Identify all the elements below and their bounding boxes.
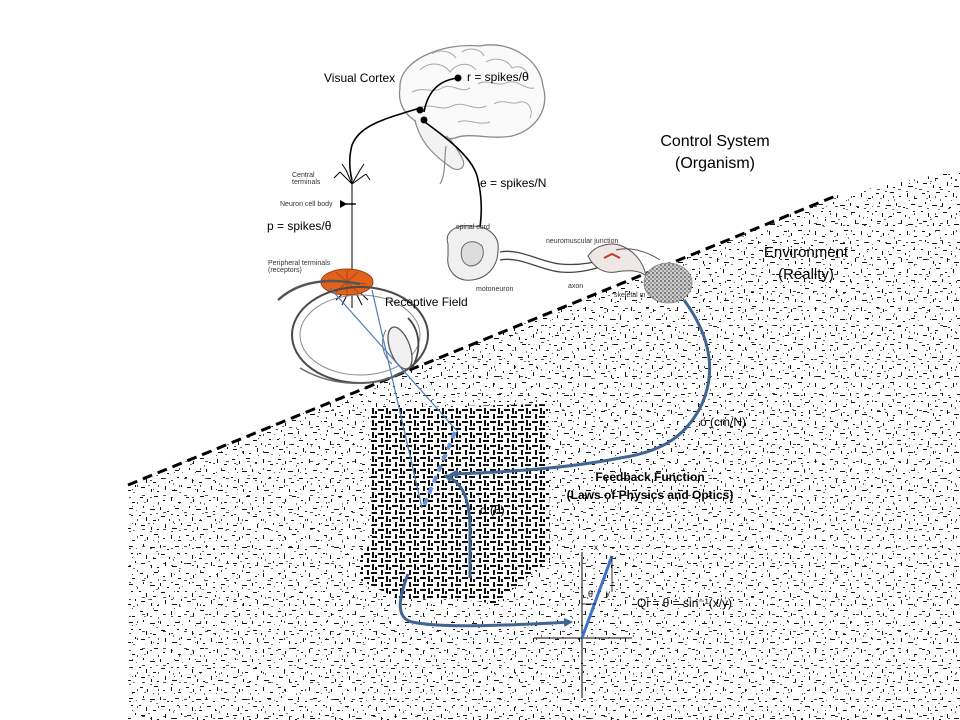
quantity-arrow [398,573,573,628]
output-label: o (cm/N) [700,415,746,429]
x-axis-label: x [594,543,598,552]
neuromuscular-junction-label: neuromuscular junction [546,238,619,245]
r-rate-label: r = spikes/θ [467,70,529,84]
feedback-function-label: Feedback Function (Laws of Physics and O… [552,468,748,504]
disturbance-arrow [443,473,472,578]
control-system-label: Control System (Organism) [650,131,780,175]
eye-illustration [277,279,429,384]
central-terminals-label: Central terminals [292,172,321,186]
theta-label: θ [588,589,594,599]
cell-body-label: Neuron cell body [280,201,333,208]
qi-formula-label: Qi = θ = sin⁻¹(x/y) [637,596,733,610]
environment-label: Environment (Reality) [748,242,864,286]
skeletal-muscle-label: skeletal m [614,292,646,299]
cell-body-arrow [340,200,347,208]
light-rays [329,287,459,509]
receptive-field-label: Receptive Field [385,295,468,309]
p-rate-label: p = spikes/θ [267,219,332,233]
angle-vector [580,555,614,639]
environment-line2: (Reality) [778,266,834,283]
motoneuron-label: motoneuron [476,286,514,293]
feedback-line1: Feedback Function [595,470,705,484]
e-rate-label: e = spikes/N [480,176,547,190]
output-feedback-arrow [449,299,712,479]
brain-illustration [398,44,546,185]
spinal-cord-illustration [446,225,661,281]
target-dashed-line [421,431,457,509]
muscle-effector [643,262,693,304]
disturbance-texture [360,404,550,604]
spinal-cord-label: spinal cord [456,224,490,231]
axon-label: axon [568,283,584,290]
control-system-line2: (Organism) [674,155,755,172]
control-system-line1: Control System [660,133,770,150]
peripheral-terminals-label: Peripheral terminals (receptors) [268,260,331,274]
disturbance-label: d (θ) [480,503,505,517]
environment-line1: Environment [763,244,849,261]
feedback-line2: (Laws of Physics and Optics) [566,488,734,502]
visual-cortex-label: Visual Cortex [324,71,396,85]
y-axis-label: y [606,589,610,598]
